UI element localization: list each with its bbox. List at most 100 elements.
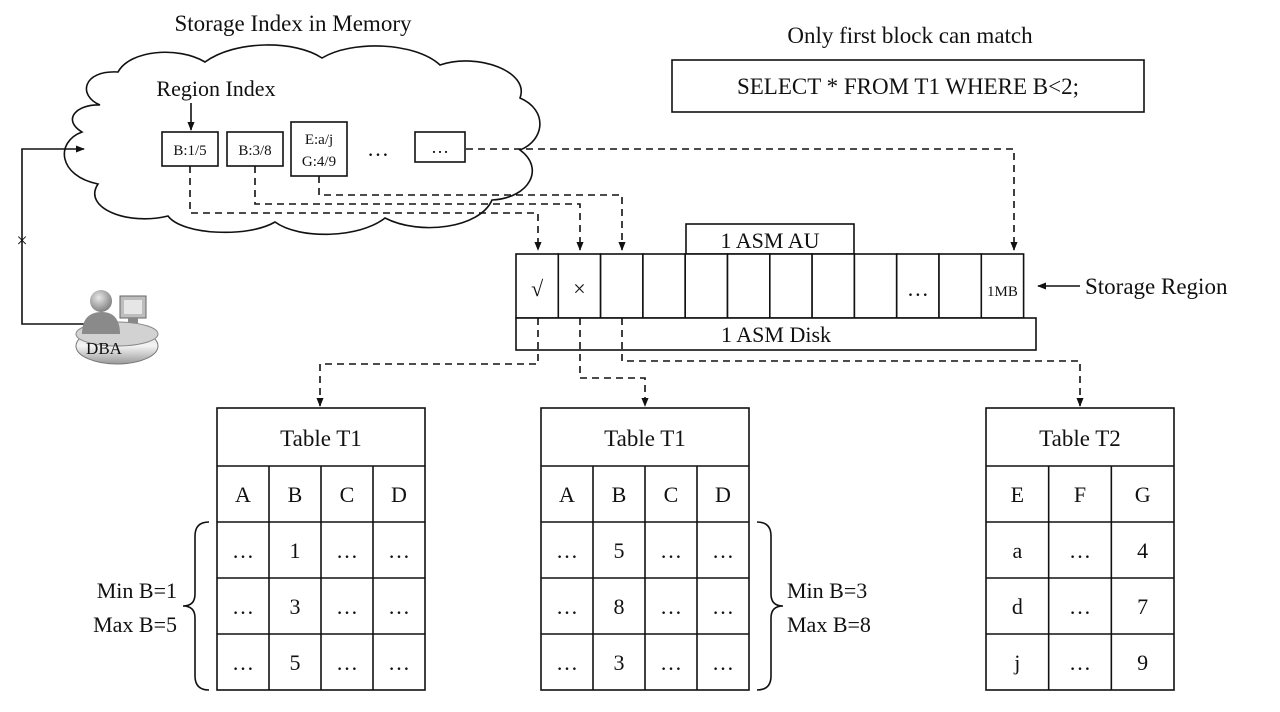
storage-block [938, 253, 983, 319]
storage-block [684, 253, 729, 319]
region-index-entry-label: B:3/8 [238, 143, 271, 159]
memory-cloud [63, 44, 541, 236]
table-cell: … [336, 594, 358, 619]
region-index-ellipsis: … [367, 136, 389, 161]
table-column-header: D [391, 482, 407, 507]
table-column-header: B [612, 482, 627, 507]
max-b-label: Max B=5 [93, 612, 177, 637]
region-index-entry-label: G:4/9 [302, 154, 336, 170]
min-b-label: Min B=3 [787, 578, 867, 603]
table-cell: … [556, 594, 578, 619]
range-brace [756, 521, 784, 691]
table-cell: 3 [614, 650, 625, 675]
table-cell: … [660, 594, 682, 619]
query-sql: SELECT * FROM T1 WHERE B<2; [737, 74, 1079, 99]
table-cell: … [232, 538, 254, 563]
table-cell: … [388, 594, 410, 619]
table-title: Table T1 [280, 426, 362, 451]
storage-block [642, 253, 687, 319]
dba-access-line [21, 145, 86, 325]
table-cell: a [1012, 538, 1022, 563]
table-column-header: C [340, 482, 355, 507]
region-index-entry-label: B:1/5 [173, 143, 206, 159]
table-column-header: C [664, 482, 679, 507]
link-eg-to-block3 [318, 176, 626, 251]
dba-icon [75, 290, 159, 365]
storage-block [768, 253, 813, 319]
table-cell: … [1069, 594, 1091, 619]
min-b-label: Min B=1 [97, 578, 177, 603]
table-column-header: A [559, 482, 575, 507]
table-cell: … [1069, 650, 1091, 675]
storage-block-label: √ [531, 276, 544, 301]
region-index-entry-b-1-5 [161, 131, 219, 167]
table-cell: 9 [1137, 650, 1148, 675]
table-column-header: A [235, 482, 251, 507]
range-brace [182, 521, 210, 691]
table-cell: … [336, 650, 358, 675]
table-cell: … [660, 650, 682, 675]
query-box [671, 59, 1145, 113]
table-column-header: E [1011, 482, 1024, 507]
dba-label: DBA [86, 339, 123, 358]
table-cell: d [1012, 594, 1023, 619]
query-caption: Only first block can match [787, 23, 1033, 48]
region-index-entry-more [414, 131, 466, 163]
table-cell: 1 [290, 538, 301, 563]
table-frame [985, 407, 1175, 691]
link-b15-to-block1 [189, 166, 542, 251]
storage-block [515, 253, 560, 319]
table-column-header: B [288, 482, 303, 507]
memory-title: Storage Index in Memory [175, 11, 412, 36]
region-index-label: Region Index [156, 76, 275, 101]
table-cell: 7 [1137, 594, 1148, 619]
table-cell: … [388, 538, 410, 563]
table-column-header: G [1135, 482, 1151, 507]
table-cell: … [1069, 538, 1091, 563]
max-b-label: Max B=8 [787, 612, 871, 637]
storage-block-label: × [573, 276, 585, 301]
table-cell: 5 [290, 650, 301, 675]
table-cell: 8 [614, 594, 625, 619]
region-index-entry-e-g [290, 121, 348, 177]
table-cell: … [388, 650, 410, 675]
table-cell: j [1013, 650, 1020, 675]
table-cell: … [232, 650, 254, 675]
storage-block [811, 253, 856, 319]
region-index-entry-label: … [431, 137, 449, 157]
table-cell: … [232, 594, 254, 619]
table-cell: … [712, 594, 734, 619]
table-cell: 4 [1137, 538, 1148, 563]
table-title: Table T1 [604, 426, 686, 451]
table-title: Table T2 [1039, 426, 1121, 451]
table-cell: … [712, 538, 734, 563]
table-cell: … [660, 538, 682, 563]
storage-block [726, 253, 771, 319]
link-block2-to-table-t1-b [579, 318, 649, 407]
table-cell: 3 [290, 594, 301, 619]
asm-au-box [685, 223, 855, 255]
table-cell: … [556, 538, 578, 563]
table-column-header: D [715, 482, 731, 507]
storage-block-label: 1MB [987, 284, 1018, 300]
table-cell: 5 [614, 538, 625, 563]
asm-disk-box [515, 317, 1037, 351]
asm-disk-label: 1 ASM Disk [721, 322, 831, 347]
link-more-to-last-block [466, 148, 1018, 251]
storage-block-label: … [907, 276, 929, 301]
link-block1-to-table-t1-a [316, 318, 539, 407]
storage-block [599, 253, 644, 319]
region-index-entry-b-3-8 [226, 131, 284, 167]
table-column-header: F [1074, 482, 1086, 507]
region-index-entry-label: E:a/j [305, 132, 333, 148]
table-cell: … [336, 538, 358, 563]
table-2: Table T2 E F Ga … 4 d … 7 j … 9 [985, 407, 1175, 691]
asm-au-label: 1 ASM AU [720, 228, 819, 253]
link-b38-to-block2 [254, 166, 584, 251]
table-cell: … [712, 650, 734, 675]
